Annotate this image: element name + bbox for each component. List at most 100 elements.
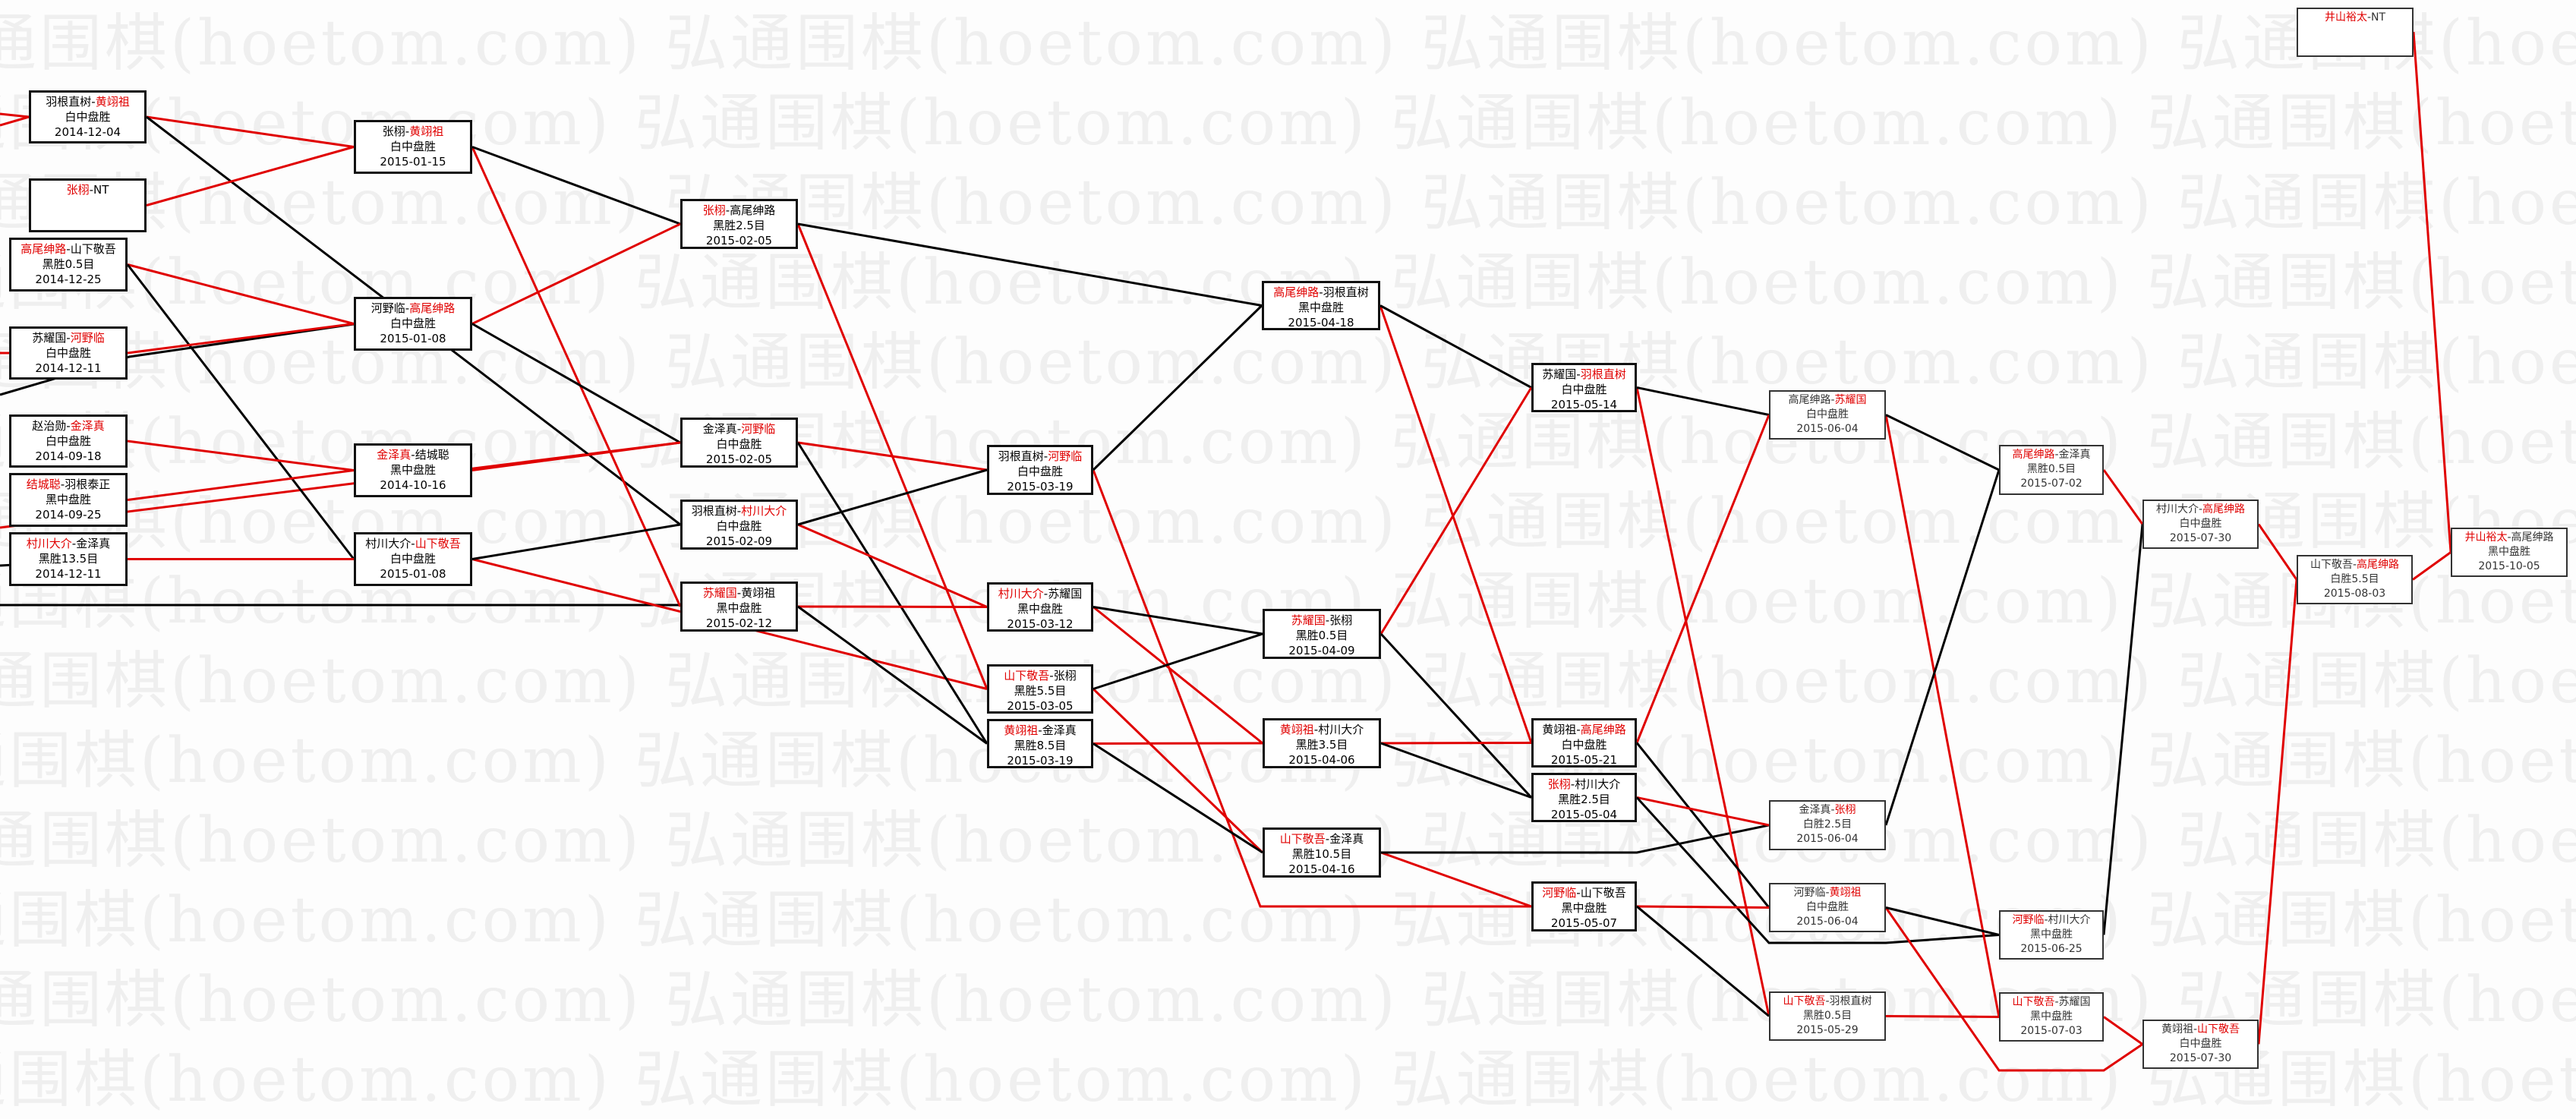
date: 2015-06-04 [1796,833,1859,845]
winner-connector [2257,523,2298,581]
winner-connector [146,115,355,148]
winner-connector [1635,414,1770,744]
players: 河野临-村川大介 [2012,914,2091,926]
black-player: 村川大介 [365,537,411,550]
result: 白中盘胜 [1561,383,1607,396]
white-player: 河野临 [741,422,776,436]
match-box[interactable]: 井山裕太-NT [2297,8,2414,57]
date: 2014-12-11 [35,361,102,375]
white-player: 黄翊祖 [95,95,130,109]
result: 白中盘胜 [2179,1038,2222,1050]
loser-connector [796,442,988,745]
players: 山下敬吾-苏耀国 [2012,996,2091,1008]
match-box[interactable]: 张栩-NT [29,178,147,232]
date: 2015-05-21 [1550,753,1618,767]
white-player: 村川大介 [741,504,787,518]
white-player: 高尾绅路 [2511,531,2554,544]
black-player: 井山裕太 [2324,11,2367,24]
result: 黑中盘胜 [1561,901,1607,915]
result: 黑中盘胜 [2030,928,2073,941]
date: 2015-04-18 [1288,316,1354,329]
players: 张栩-NT [66,183,109,197]
loser-connector [471,523,681,560]
black-player: 村川大介 [998,587,1044,600]
players: 黄翊祖-山下敬吾 [2161,1023,2240,1035]
black-player: 羽根直树 [46,95,92,109]
date: 2015-06-04 [1796,423,1859,435]
players: 羽根直树-黄翊祖 [46,95,130,109]
white-player: 苏耀国 [1834,394,1867,406]
black-player: 河野临 [1542,886,1577,900]
loser-connector [1635,796,2000,944]
date: 2014-12-11 [35,567,102,581]
result: 黑中盘胜 [716,601,762,615]
result: 白中盘胜 [1561,738,1607,752]
black-player: 山下敬吾 [2012,996,2055,1008]
date: 2015-04-09 [1288,644,1355,657]
white-player: 羽根泰正 [65,478,111,491]
black-player: 张栩 [382,125,405,138]
players: 村川大介-山下敬吾 [365,537,461,550]
match-box[interactable]: 黄翊祖-山下敬吾白中盘胜 2015-07-30 [2142,1020,2259,1069]
winner-connector [127,263,355,325]
black-player: 张栩 [702,203,726,217]
players: 高尾绅路-山下敬吾 [20,242,116,256]
white-player: 高尾绅路 [2202,503,2246,515]
date: 2015-04-06 [1288,753,1355,767]
result: 白胜5.5目 [2330,573,2379,585]
players: 村川大介-高尾绅路 [2155,503,2246,515]
black-player: 羽根直树 [998,449,1044,463]
loser-connector [1379,304,1532,389]
black-player: 羽根直树 [691,504,737,518]
loser-connector [797,605,988,745]
black-player: 黄翊祖 [1542,723,1577,736]
white-player: 高尾绅路 [1580,723,1626,736]
winner-connector [1380,742,1532,745]
result: 黑胜8.5目 [1014,739,1067,752]
white-player: NT [2371,11,2386,24]
white-player: 村川大介 [1318,723,1364,736]
result: 白中盘胜 [389,317,436,330]
date: 2015-07-30 [2169,1052,2232,1064]
white-player: 张栩 [1329,613,1353,627]
loser-connector [126,263,355,560]
date: 2015-03-19 [1007,480,1074,493]
black-player: 井山裕太 [2464,531,2508,544]
